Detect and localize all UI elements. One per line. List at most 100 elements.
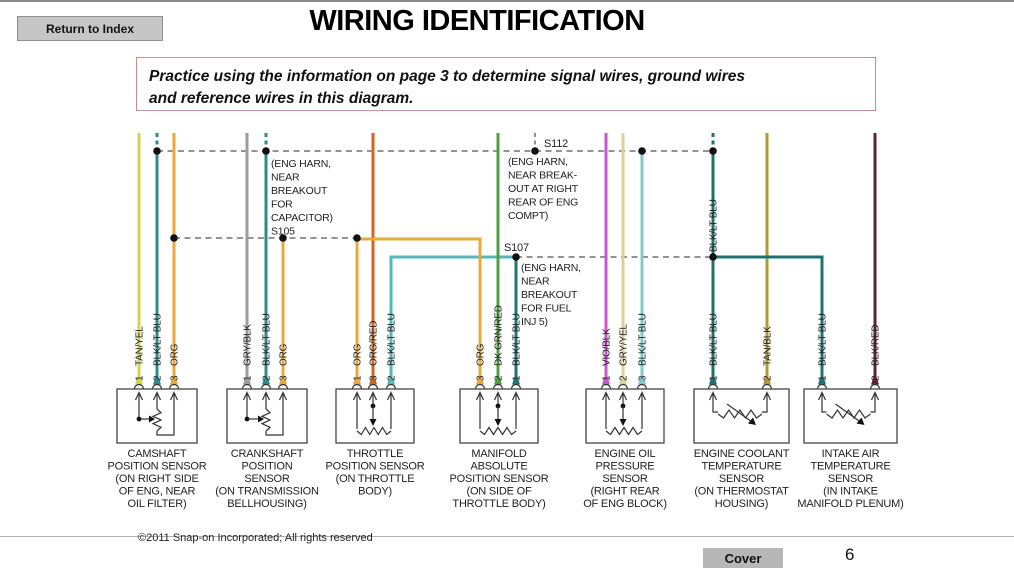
wiper-arrowhead (369, 419, 377, 426)
sensor-box (803, 388, 898, 444)
wire-pin-number: 2 (262, 375, 273, 381)
splice-dot (353, 234, 361, 242)
symbol-lead (821, 407, 827, 413)
sensor-box (226, 388, 308, 444)
wire-pin-number: 1 (512, 375, 523, 381)
pin-up-arrow (386, 391, 396, 407)
sensor-name-line: (RIGHT REAR (590, 486, 659, 498)
pot-resistor (605, 426, 643, 436)
wire-color-label: BLK/LT BLU (153, 313, 164, 366)
return-to-index-button[interactable]: Return to Index (17, 16, 163, 41)
wire-flare (153, 377, 161, 385)
thermistor-arrowhead (856, 417, 865, 425)
wire-color-label: TAN/BLK (763, 326, 774, 366)
sensor-name-line: INTAKE AIR (822, 448, 880, 460)
splice-dot (170, 234, 178, 242)
sensor-name-line: ENGINE OIL (595, 448, 656, 460)
coil-resistor (260, 408, 272, 432)
wire-vio-blk: 1 VIO/BLK (600, 133, 613, 390)
symbol-lead (870, 407, 876, 413)
sensor-name-line: (ON THERMOSTAT (694, 486, 789, 498)
pin-up-arrow (169, 391, 179, 407)
splice-note-line: BREAKOUT (271, 185, 328, 197)
wire-flare (353, 377, 361, 385)
splice-note-line: NEAR (271, 172, 300, 184)
sensor-name-line: BELLHOUSING) (227, 498, 307, 510)
sensor-name-line: POSITION SENSOR (107, 461, 206, 473)
top-divider-line (0, 0, 1014, 2)
wire-color-label: VIO/BLK (602, 328, 613, 366)
symbol-node-dot (136, 416, 142, 422)
connector-dome (761, 383, 773, 390)
sensor-name-line: SENSOR (244, 473, 290, 485)
wire-dk-grn-red: 2 DK GRN/RED (492, 133, 505, 390)
sensor-name-line: OF ENG, NEAR (119, 486, 196, 498)
sensor-name-line: ABSOLUTE (470, 461, 527, 473)
wire-color-label: BLK/LT BLU (638, 313, 649, 366)
wire-blk-lt-blu: 1 BLK/LT BLU (713, 255, 829, 390)
wire-pin-number: 3 (638, 375, 649, 381)
splice-note-line: NEAR (521, 276, 550, 288)
pin-up-arrow (637, 391, 647, 407)
sensor-name-line: OIL FILTER) (128, 498, 187, 510)
wire-color-label: BLK/LT BLU (818, 313, 829, 366)
sensor-name-line: (ON RIGHT SIDE (115, 473, 198, 485)
connector-dome (492, 383, 504, 390)
pin-up-arrow (152, 391, 162, 407)
sensor-box (693, 388, 790, 444)
connector-dome (636, 383, 648, 390)
wire-flare (135, 377, 143, 385)
wire-color-label: DK GRN/RED (494, 305, 505, 366)
wire-pin-number: 2 (871, 375, 882, 381)
connector-dome (367, 383, 379, 390)
sensor-name-line: HOUSING) (715, 498, 768, 510)
pin-up-arrow (261, 391, 271, 407)
wire-pin-number: 1 (818, 375, 829, 381)
sensor-box (459, 388, 539, 444)
bottom-divider-line (0, 536, 1014, 537)
thermistor-resistor (826, 408, 871, 420)
wire-run (389, 255, 516, 382)
wire-pin-number: 3 (170, 375, 181, 381)
wire-flare (476, 377, 484, 385)
thermistor-arrow-shaft (835, 403, 861, 423)
wire-color-label: GRY/YEL (619, 324, 630, 366)
wire-color-label: ORG/RED (369, 321, 380, 366)
sensor-name-line: THROTTLE (347, 448, 403, 460)
wire-color-label: TAN/YEL (135, 326, 146, 366)
wire-flare (279, 377, 287, 385)
instruction-line2: and reference wires in this diagram. (149, 90, 414, 107)
wire-flare (512, 377, 520, 385)
instruction-line1: Practice using the information on page 3… (149, 68, 746, 85)
wire-pin-number: 2 (153, 375, 164, 381)
sensor-name-line: (ON THROTTLE (336, 473, 415, 485)
splice-note-line: CAPACITOR) (271, 212, 333, 224)
sensor-name-line: CRANKSHAFT (231, 448, 304, 460)
wire-pin-number: 2 (494, 375, 505, 381)
connector-dome (351, 383, 363, 390)
connector-dome (816, 383, 828, 390)
splice-label: S112 (544, 138, 568, 150)
wire-pin-number: 1 (353, 375, 364, 381)
wire-pin-number: 1 (602, 375, 613, 381)
wire-pin-number: 2 (763, 375, 774, 381)
wire-pin-number: 2 (387, 375, 398, 381)
symbol-arrowhead (258, 415, 264, 423)
wire-color-label: ORG (353, 343, 364, 366)
sensor-name-line: MANIFOLD (471, 448, 526, 460)
wiper-arrowhead (494, 419, 502, 426)
connector-dome (260, 383, 272, 390)
sensor-name-line: (ON TRANSMISSION (215, 486, 319, 498)
cover-button[interactable]: Cover (703, 548, 783, 568)
pin-up-arrow (134, 391, 144, 407)
wire-blk-lt-blu: 3 BLK/LT BLU (636, 151, 649, 390)
wire-flare (638, 377, 646, 385)
